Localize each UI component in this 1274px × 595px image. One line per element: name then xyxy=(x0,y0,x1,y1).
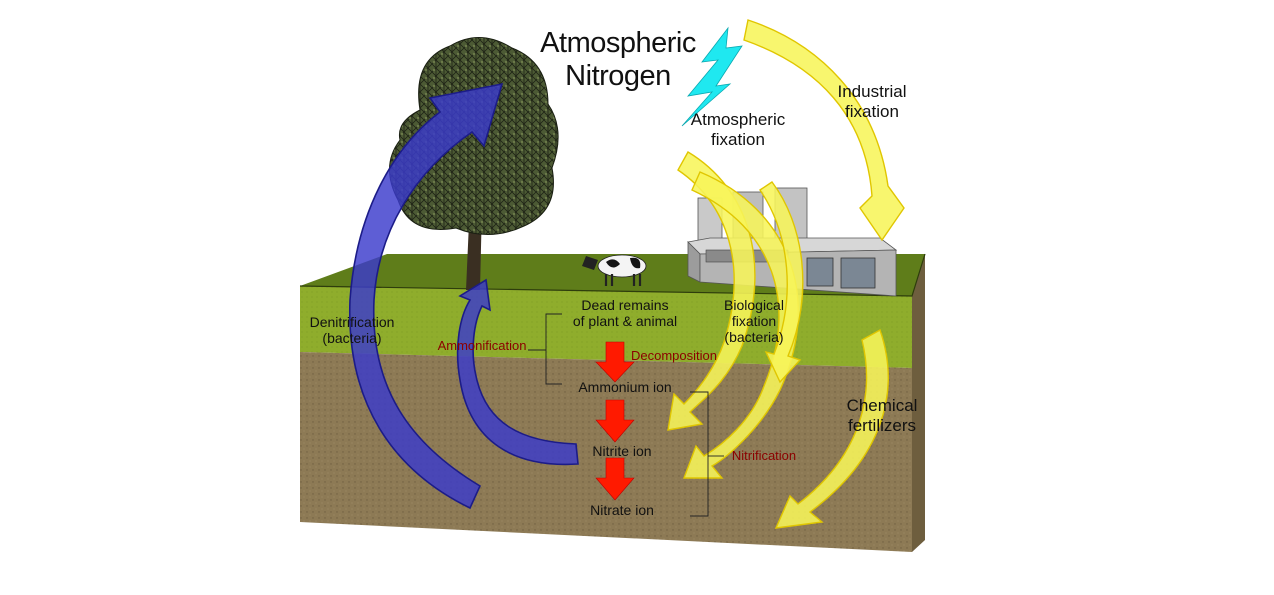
chemical-fertilizers-line-2: fertilizers xyxy=(847,415,917,435)
tree xyxy=(389,37,559,290)
industrial-fixation-label: Industrial fixation xyxy=(838,82,907,121)
ground-edge xyxy=(299,253,926,297)
atmospheric-fixation-line-2: fixation xyxy=(711,129,765,149)
dead-remains-line-2: of plant & animal xyxy=(572,313,678,330)
atmospheric-nitrogen-line-1: Atmospheric xyxy=(540,27,696,59)
grass-front-layer xyxy=(300,286,912,368)
chemical-fertilizers-arrow xyxy=(774,328,889,529)
denitrification-arrows xyxy=(349,82,579,510)
dead-remains-line-1: Dead remains xyxy=(581,297,669,313)
nitrite-ion-label: Nitrite ion xyxy=(592,443,652,459)
cow-head xyxy=(582,256,598,270)
atmospheric-fixation-label: Atmospheric fixation xyxy=(691,110,785,149)
lightning-bolt-icon xyxy=(681,26,743,127)
factory-window-2 xyxy=(840,257,876,289)
chemical-fertilizers-line-1: Chemical xyxy=(846,396,918,415)
ammonification-bracket xyxy=(545,313,562,385)
nitrification-label: Nitrification xyxy=(731,448,797,463)
biological-fixation-arrow xyxy=(759,181,804,384)
industrial-fixation-arrow xyxy=(743,19,905,242)
decomposition-arrow xyxy=(595,341,635,383)
ammonium-ion-label: Ammonium ion xyxy=(578,379,672,395)
chemical-fertilizers-label: Chemical fertilizers xyxy=(847,396,918,435)
process-arrows xyxy=(595,341,635,501)
denitrification-label: Denitrification (bacteria) xyxy=(310,314,395,346)
atmospheric-fixation-line-1: Atmospheric xyxy=(690,110,786,129)
atmospheric-nitrogen-label: Atmospheric Nitrogen xyxy=(540,27,696,94)
factory-window-1 xyxy=(806,257,834,287)
atmospheric-fixation-arrow-1 xyxy=(667,151,756,431)
atmospheric-nitrogen-line-2: Nitrogen xyxy=(565,60,671,93)
ammonification-return-arrow xyxy=(456,278,579,466)
biological-fixation-label: Biological fixation (bacteria) xyxy=(724,297,784,345)
industrial-fixation-line-1: Industrial xyxy=(837,82,907,101)
decomposition-label: Decomposition xyxy=(631,348,717,363)
denitrification-line-1: Denitrification xyxy=(309,314,395,330)
nitrate-ion-label: Nitrate ion xyxy=(590,502,654,518)
industrial-fixation-line-2: fixation xyxy=(845,101,899,121)
cow xyxy=(582,254,647,286)
ammonification-label: Ammonification xyxy=(437,338,527,353)
denitrification-line-2: (bacteria) xyxy=(322,330,382,347)
soil-side xyxy=(912,254,925,552)
nitrification-bracket xyxy=(690,391,709,517)
bracket-lines xyxy=(528,313,724,517)
nitrate-formation-arrow xyxy=(595,457,635,501)
denitrification-arrow xyxy=(349,82,504,510)
biological-fixation-line-2: fixation xyxy=(731,313,777,330)
cow-legs xyxy=(604,274,642,286)
biological-fixation-line-3: (bacteria) xyxy=(724,329,784,346)
dead-remains-label: Dead remains of plant & animal xyxy=(573,297,677,329)
biological-fixation-line-1: Biological xyxy=(724,297,784,313)
fixation-arrows xyxy=(667,19,905,529)
nitrite-formation-arrow xyxy=(595,399,635,443)
